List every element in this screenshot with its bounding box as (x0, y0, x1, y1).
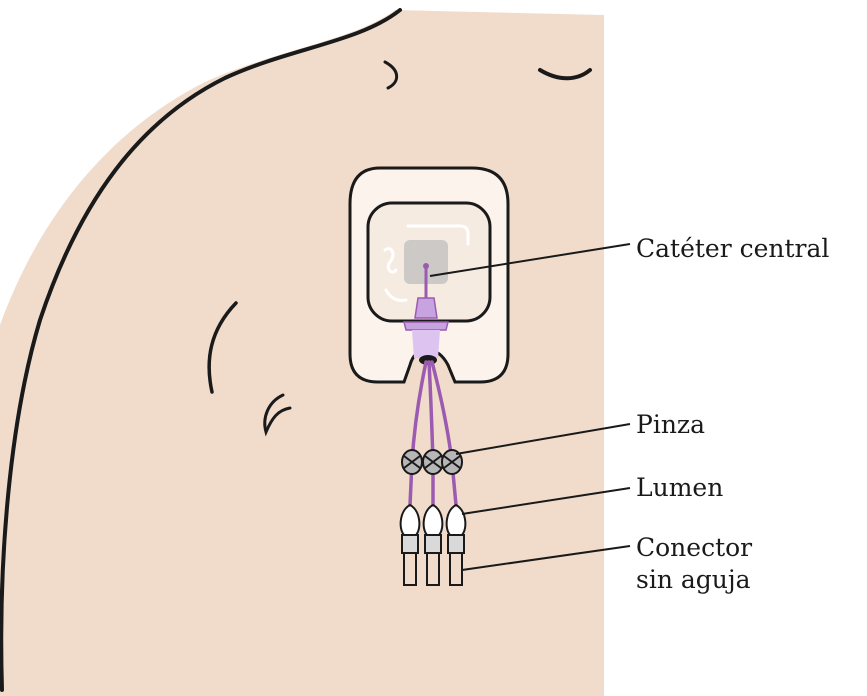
connector-right-top (448, 535, 464, 553)
connector-left-body (404, 553, 416, 585)
catheter-hub (415, 298, 437, 318)
connector-middle-body (427, 553, 439, 585)
label-connector-line2: sin aguja (636, 565, 751, 594)
connector-left-top (402, 535, 418, 553)
connector-middle-top (425, 535, 441, 553)
connector-right-body (450, 553, 462, 585)
chest-skin (0, 10, 604, 696)
clamps (402, 450, 462, 474)
label-clamp: Pinza (636, 410, 705, 439)
label-connector-line1: Conector (636, 533, 752, 562)
label-catheter: Catéter central (636, 234, 829, 263)
hub-wings (404, 322, 448, 330)
needleless-connectors (402, 535, 464, 585)
lumen-bulbs (401, 505, 466, 535)
hub-base (412, 330, 440, 358)
label-lumen: Lumen (636, 473, 723, 502)
